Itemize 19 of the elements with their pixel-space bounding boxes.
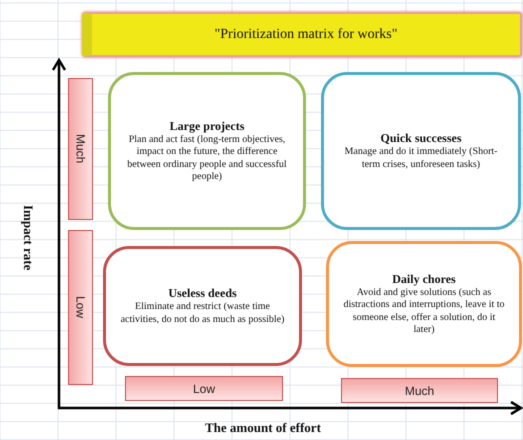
- quadrant-heading: Large projects: [170, 118, 244, 134]
- axis-level-label: Low: [68, 230, 93, 385]
- axis-level-label: Much: [68, 78, 93, 220]
- quadrant-heading: Useless deeds: [168, 286, 237, 301]
- title-banner: "Prioritization matrix for works": [82, 12, 522, 57]
- quadrant-description: Eliminate and restrict (waste time activities, do not do as much as possible): [120, 301, 286, 326]
- axis-level-label: Low: [125, 376, 283, 401]
- quadrant-heading: Daily chores: [392, 272, 456, 286]
- quadrant-heading: Quick successes: [380, 131, 462, 146]
- axis-title: Impact rate: [20, 205, 36, 270]
- quadrant-card: [321, 72, 521, 230]
- quadrant-card: [108, 72, 306, 230]
- quadrant-card: [326, 241, 522, 367]
- axis-title: The amount of effort: [205, 420, 321, 436]
- quadrant-card: [103, 246, 302, 366]
- axis-level-label: Much: [341, 378, 498, 403]
- quadrant-description: Manage and do it immediately (Short-term crises, unforeseen tasks): [343, 146, 499, 171]
- quadrant-description: Avoid and give solutions (such as distractions and interruptions, leave it to someone else, offer a solution, do it later): [342, 286, 506, 336]
- quadrant-description: Plan and act fast (long-term objectives, impact on the future, the difference between ordinary people and successful people): [126, 134, 288, 184]
